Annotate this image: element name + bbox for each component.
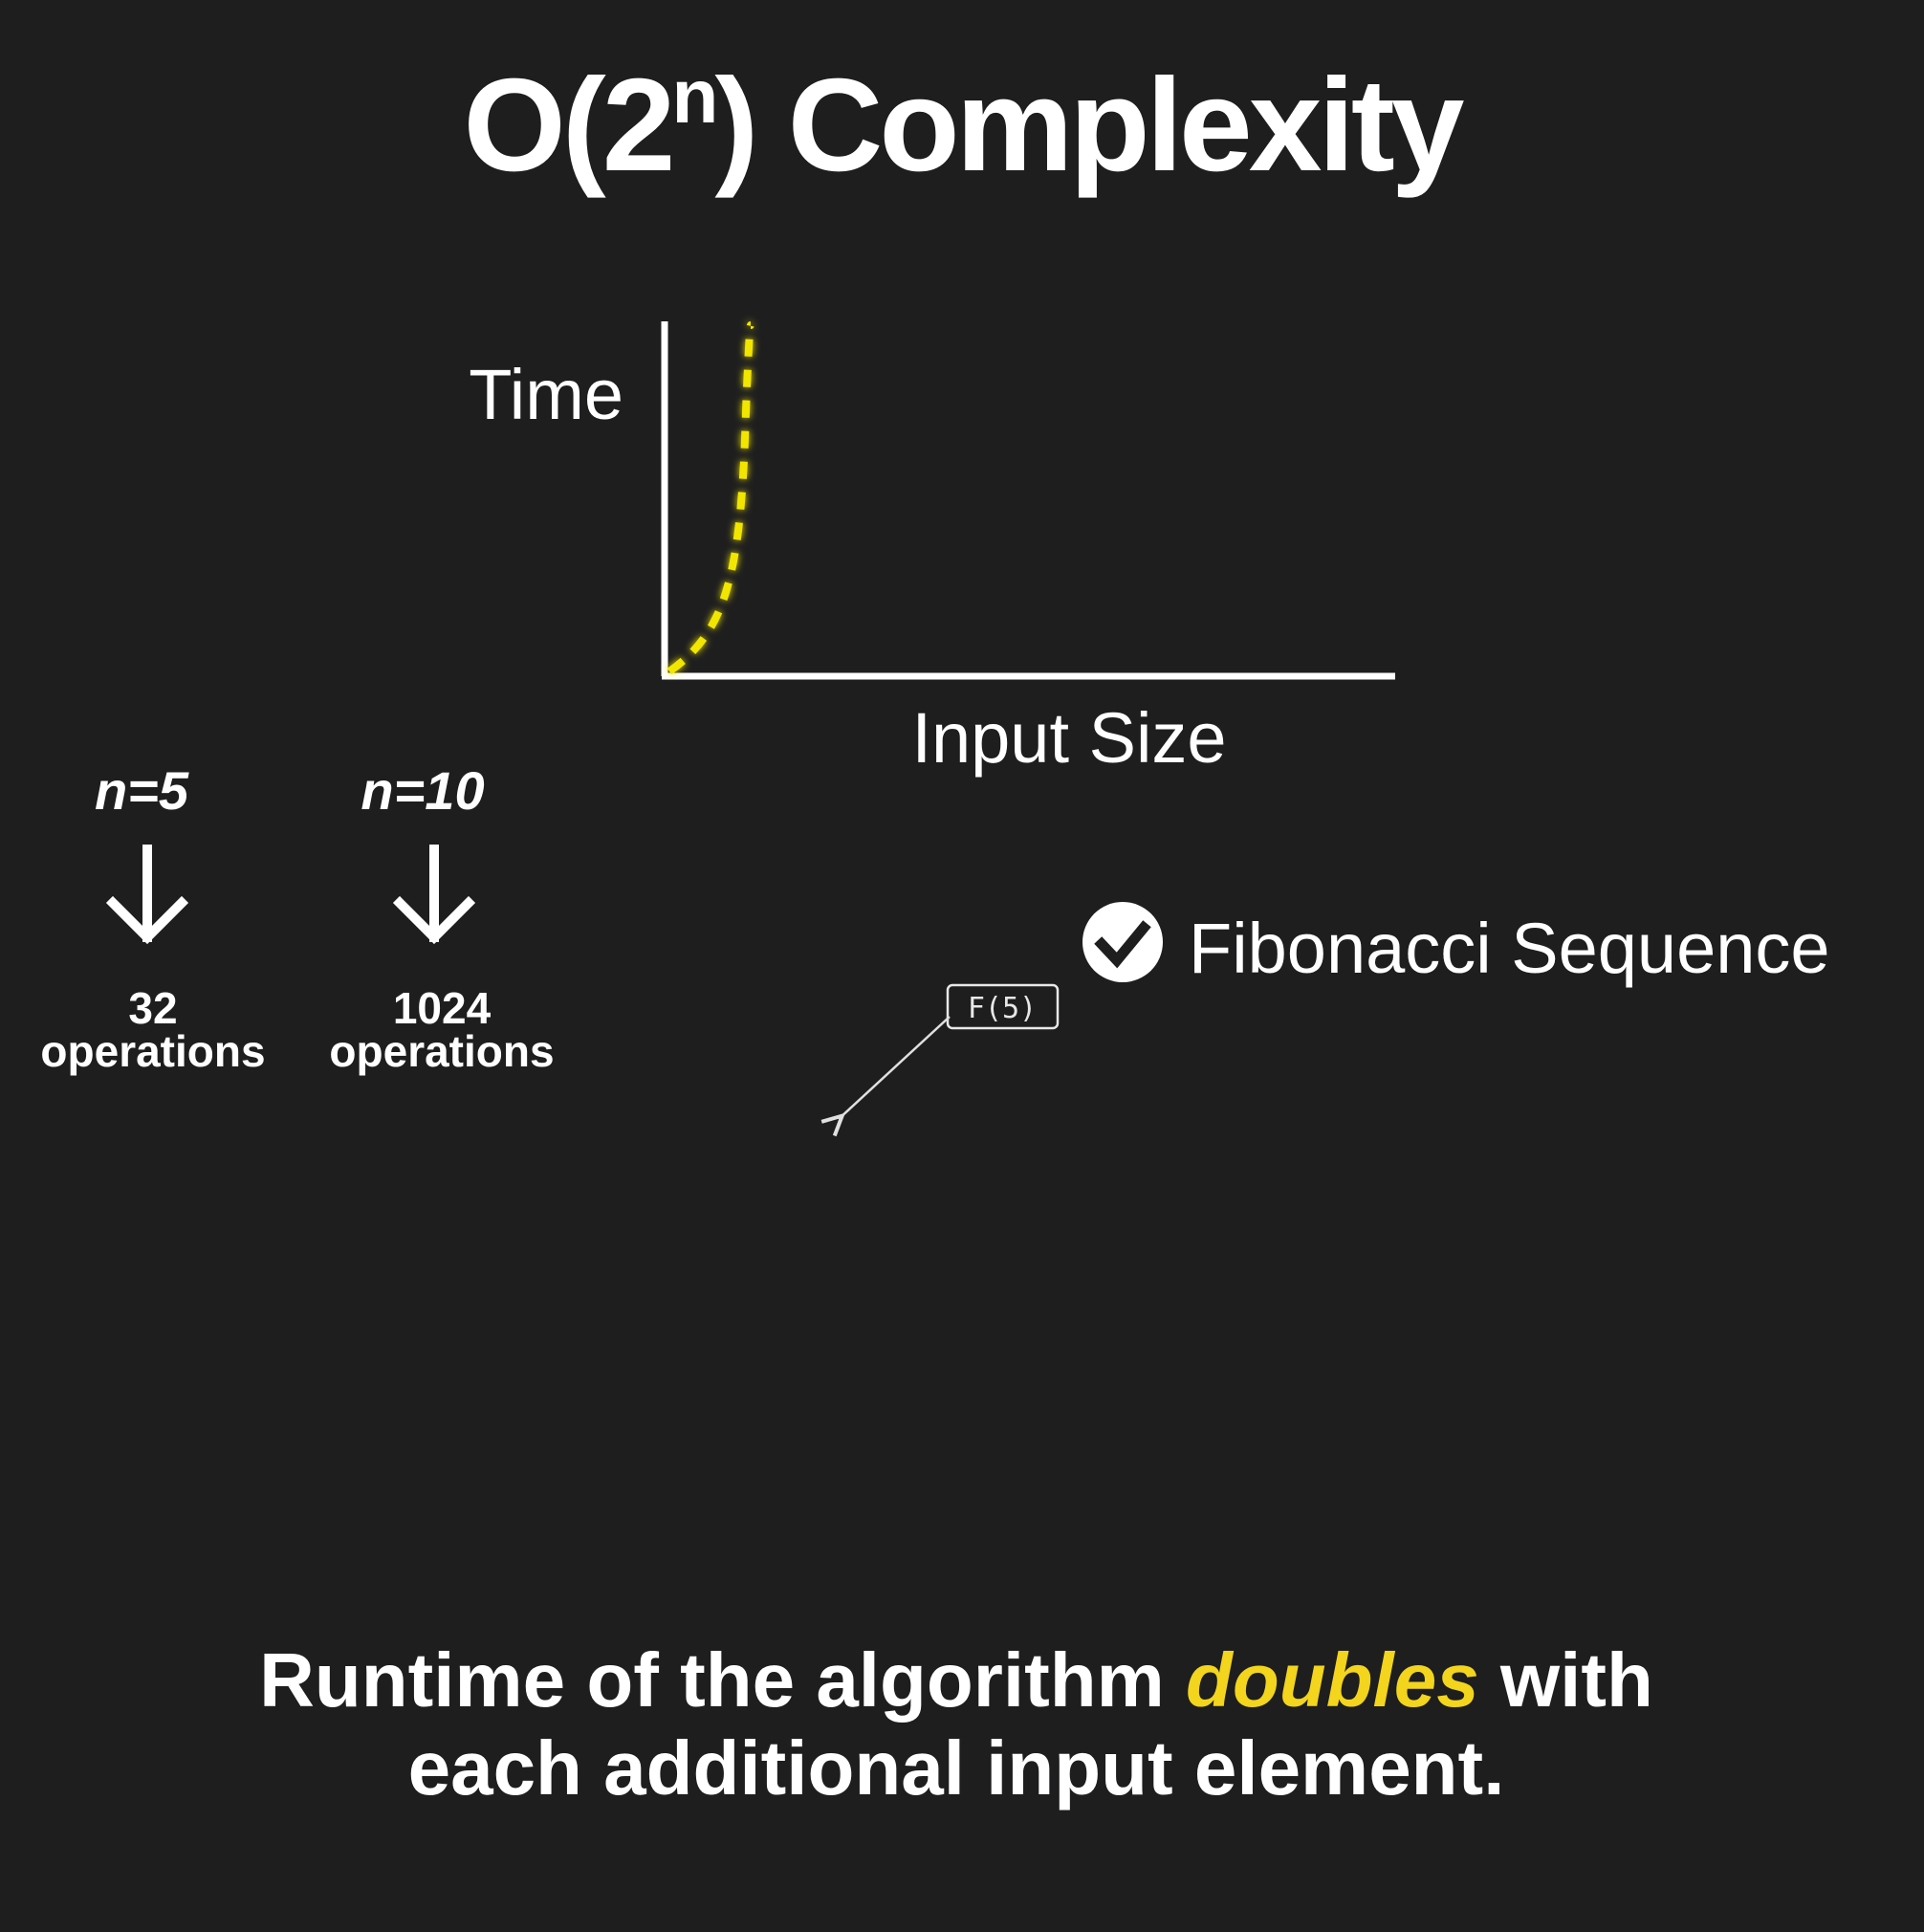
tree-node-box bbox=[946, 983, 1060, 1030]
caption: Runtime of the algorithm doubles with ea… bbox=[259, 1637, 1653, 1811]
example-n10: n=10 1024 operations bbox=[329, 760, 554, 1076]
caption-line1: Runtime of the algorithm doubles with bbox=[259, 1637, 1653, 1723]
down-arrow-icon bbox=[105, 845, 189, 945]
tree-node-label: F(5) bbox=[968, 992, 1037, 1025]
example-n5: n=5 32 operations bbox=[40, 760, 265, 1076]
check-circle-icon bbox=[1082, 902, 1163, 982]
tree-edge-arrow bbox=[839, 1016, 951, 1119]
exponential-curve bbox=[667, 321, 754, 675]
use-case: Fibonacci Sequence bbox=[1082, 902, 1830, 988]
use-case-label: Fibonacci Sequence bbox=[1189, 909, 1830, 988]
caption-line1-after: with bbox=[1479, 1637, 1653, 1723]
caption-highlight: doubles bbox=[1186, 1637, 1479, 1723]
page-title: O(2n) Complexity bbox=[463, 52, 1464, 199]
title-suffix: ) Complexity bbox=[714, 52, 1464, 199]
example-unit: operations bbox=[329, 1026, 554, 1076]
title-prefix: O(2 bbox=[463, 52, 671, 199]
caption-line1-before: Runtime of the algorithm bbox=[259, 1637, 1186, 1723]
complexity-graph: Time Input Size bbox=[469, 321, 1395, 778]
x-axis-label: Input Size bbox=[911, 698, 1226, 778]
example-n-label: n=10 bbox=[361, 760, 484, 821]
example-n-label: n=5 bbox=[95, 760, 189, 821]
title-superscript: n bbox=[672, 54, 715, 139]
example-count: 32 bbox=[128, 983, 177, 1033]
y-axis-label: Time bbox=[469, 355, 623, 434]
caption-line2: each additional input element. bbox=[408, 1725, 1505, 1811]
tree-node-f5: F(5) bbox=[839, 983, 1060, 1119]
example-count: 1024 bbox=[393, 983, 492, 1033]
example-unit: operations bbox=[40, 1026, 265, 1076]
down-arrow-icon bbox=[392, 845, 476, 945]
